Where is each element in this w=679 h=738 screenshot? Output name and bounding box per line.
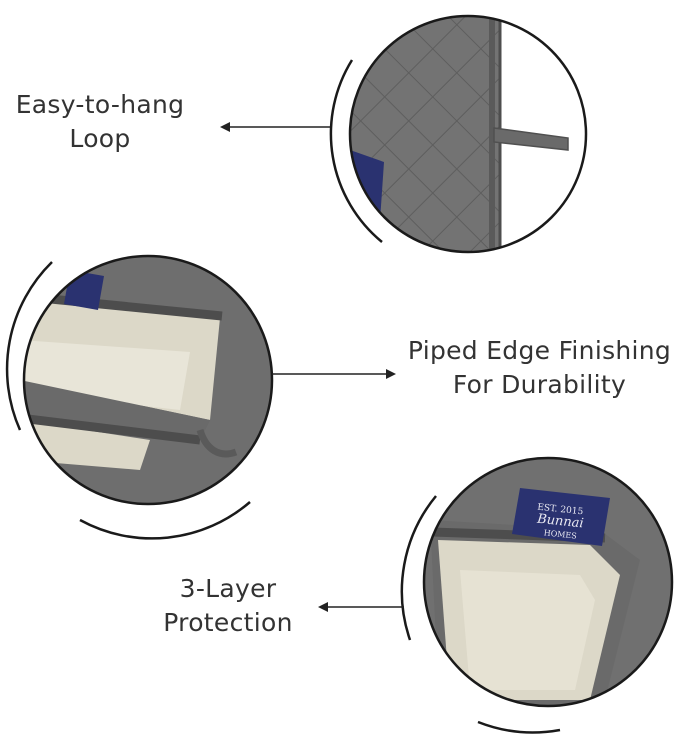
feature-label-line: For Durability xyxy=(452,370,627,399)
decorative-arc xyxy=(400,495,437,641)
decorative-arc xyxy=(5,261,53,431)
arrow-loop xyxy=(220,122,330,132)
arrow-piped-edge xyxy=(272,369,396,379)
decorative-arc xyxy=(79,501,251,540)
brand-tag-text: HOMES xyxy=(543,528,577,540)
detail-circle-loop xyxy=(329,14,588,254)
feature-label-line: Easy-to-hang xyxy=(15,90,185,119)
feature-label-line: Piped Edge Finishing xyxy=(407,336,672,365)
detail-circle-border xyxy=(22,254,274,506)
feature-label-loop: Easy-to-hang Loop xyxy=(0,88,200,156)
brand-tag-text: EST. 2015 xyxy=(537,503,584,518)
feature-label-line: 3-Layer xyxy=(179,574,277,603)
decorative-arc xyxy=(329,59,383,243)
feature-label-line: Loop xyxy=(69,124,131,153)
brand-tag-text: Bunnai xyxy=(535,512,584,532)
detail-circle-piped-edge xyxy=(5,254,274,540)
brand-tag xyxy=(64,270,104,310)
feature-label-piped-edge: Piped Edge Finishing For Durability xyxy=(400,334,679,402)
brand-tag xyxy=(350,150,384,250)
decorative-arc xyxy=(477,720,561,734)
arrow-protection xyxy=(318,602,404,612)
detail-circle-border xyxy=(422,456,674,708)
hanging-loop xyxy=(493,127,569,151)
feature-label-line: Protection xyxy=(163,608,293,637)
brand-tag xyxy=(512,488,610,546)
detail-circle-layers: EST. 2015 Bunnai HOMES xyxy=(400,456,674,734)
feature-label-protection: 3-Layer Protection xyxy=(140,572,316,640)
detail-circle-border xyxy=(348,14,588,254)
